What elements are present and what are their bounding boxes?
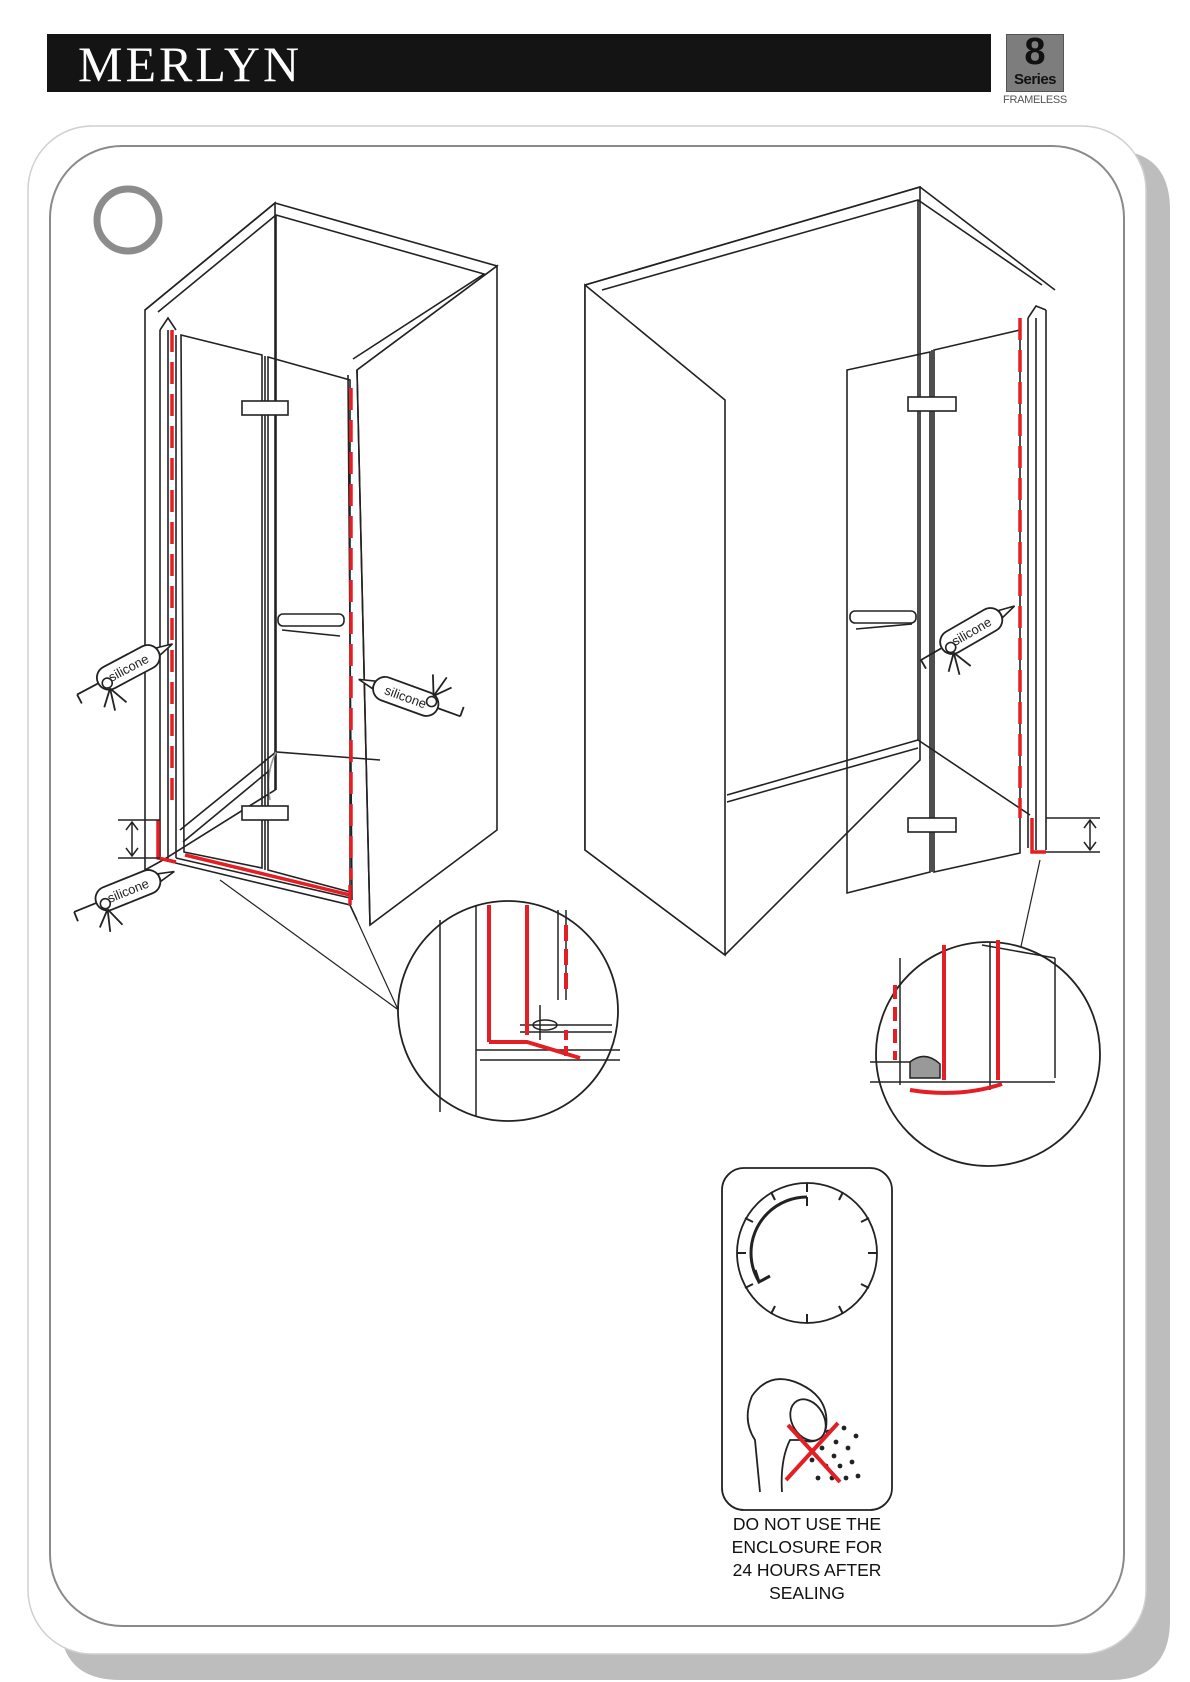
warning-caption: DO NOT USE THE ENCLOSURE FOR 24 HOURS AF… (717, 1513, 897, 1605)
left-zoom-detail (398, 901, 620, 1121)
warning-line-1: DO NOT USE THE (717, 1513, 897, 1536)
warning-line-2: ENCLOSURE FOR (717, 1536, 897, 1559)
warning-line-3: 24 HOURS AFTER (717, 1559, 897, 1582)
warning-line-4: SEALING (717, 1582, 897, 1605)
curing-warning-box (722, 1168, 892, 1510)
